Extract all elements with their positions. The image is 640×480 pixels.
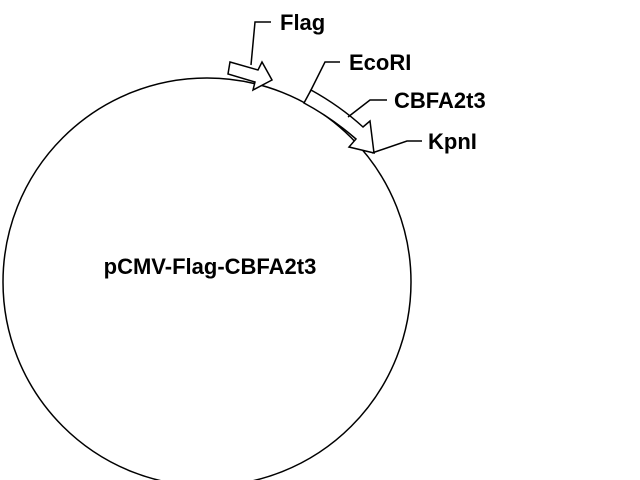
ecori-leader-line	[309, 61, 340, 93]
flag-label: Flag	[280, 10, 325, 35]
kpni-leader-line	[371, 140, 422, 154]
flag-leader-line	[250, 21, 271, 66]
cbfa2t3-label: CBFA2t3	[394, 88, 486, 113]
flag-feature-arrow	[227, 60, 274, 92]
cbfa2t3-feature-arrow	[302, 88, 375, 154]
kpni-label: KpnI	[428, 129, 477, 154]
plasmid-backbone	[2, 77, 412, 480]
plasmid-name: pCMV-Flag-CBFA2t3	[104, 254, 317, 279]
ecori-label: EcoRI	[349, 50, 411, 75]
cbfa2t3-leader-line	[347, 99, 387, 118]
